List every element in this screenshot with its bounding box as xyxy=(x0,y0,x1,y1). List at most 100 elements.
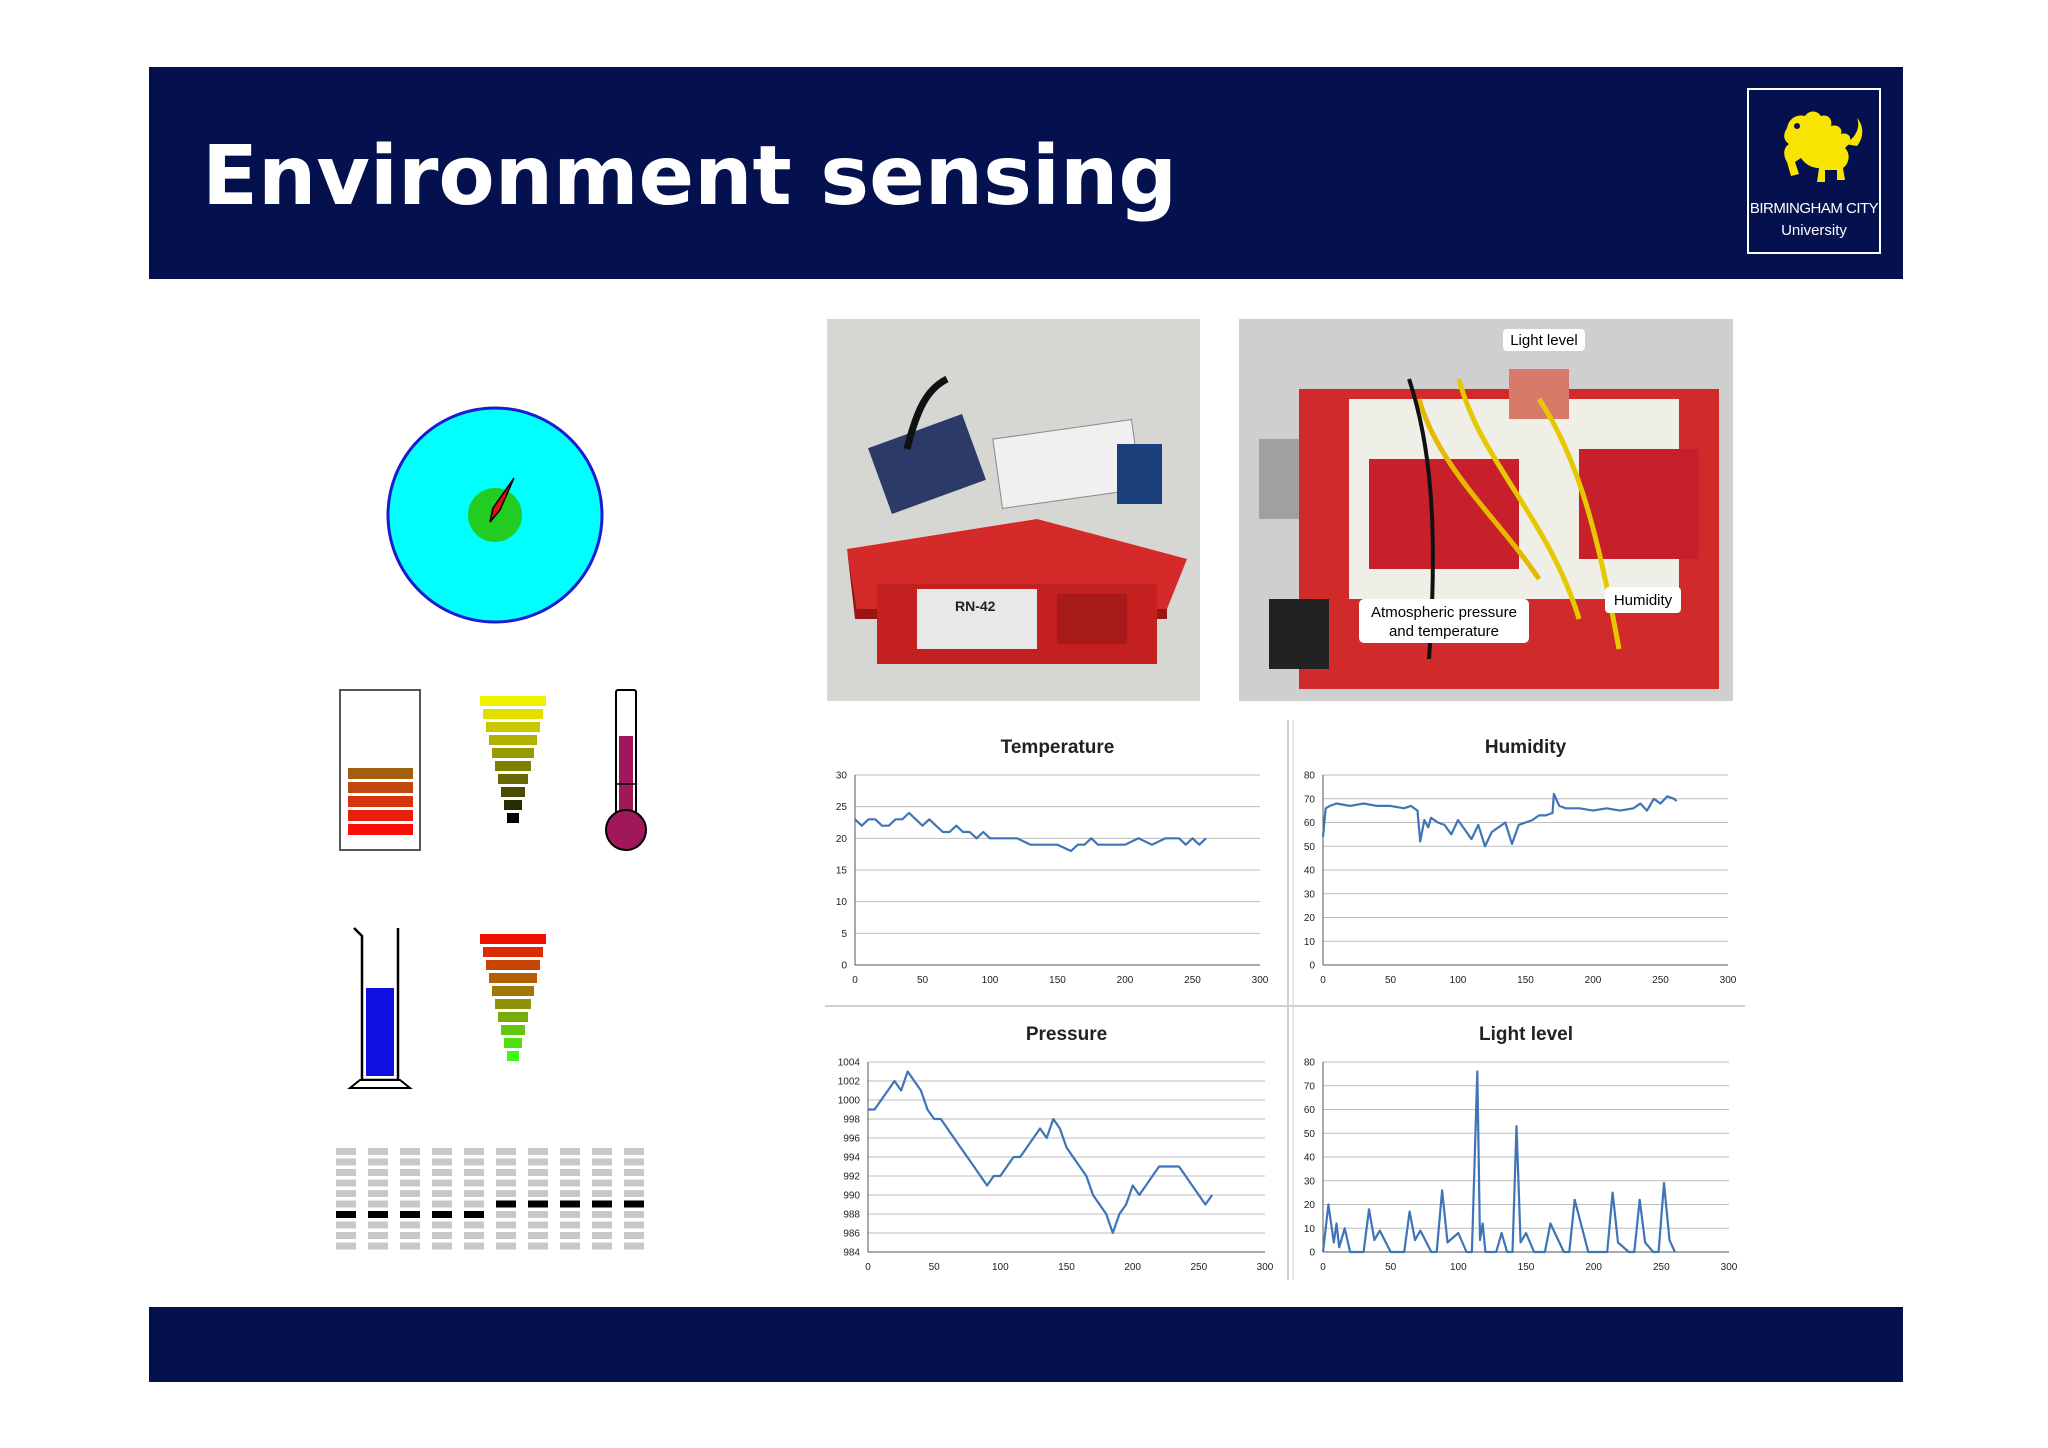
y-tick-label: 988 xyxy=(843,1210,860,1221)
equalizer-segment xyxy=(336,1242,356,1250)
x-tick-label: 150 xyxy=(1058,1262,1075,1273)
x-tick-label: 100 xyxy=(992,1262,1009,1273)
y-tick-label: 30 xyxy=(836,771,848,782)
x-tick-label: 250 xyxy=(1184,975,1201,986)
equalizer-segment xyxy=(336,1211,356,1218)
y-tick-label: 1002 xyxy=(838,1077,861,1088)
equalizer-segment xyxy=(624,1179,644,1187)
x-tick-label: 300 xyxy=(1720,975,1737,986)
equalizer-segment xyxy=(464,1211,484,1218)
equalizer-segment xyxy=(528,1158,548,1166)
equalizer-segment xyxy=(496,1190,516,1197)
equalizer-segment xyxy=(560,1232,580,1239)
equalizer-segment xyxy=(464,1221,484,1229)
x-tick-label: 250 xyxy=(1653,1262,1670,1273)
equalizer-segment xyxy=(464,1242,484,1250)
equalizer-segment xyxy=(432,1158,452,1166)
sensor-icons-panel xyxy=(336,406,647,1250)
x-tick-label: 50 xyxy=(917,975,929,986)
equalizer-segment xyxy=(528,1200,548,1208)
equalizer-segment xyxy=(368,1190,388,1197)
y-tick-label: 30 xyxy=(1304,1176,1316,1187)
equalizer-segment xyxy=(464,1179,484,1187)
equalizer-segment xyxy=(368,1211,388,1218)
equalizer-segment xyxy=(432,1179,452,1187)
y-tick-label: 15 xyxy=(836,866,848,877)
y-tick-label: 996 xyxy=(843,1134,860,1145)
equalizer-segment xyxy=(496,1232,516,1239)
equalizer-segment xyxy=(624,1221,644,1229)
equalizer-segment xyxy=(496,1221,516,1229)
chart-title: Pressure xyxy=(1026,1024,1107,1045)
chart-title: Light level xyxy=(1479,1024,1573,1045)
x-tick-label: 100 xyxy=(982,975,999,986)
y-tick-label: 5 xyxy=(841,929,847,940)
y-tick-label: 998 xyxy=(843,1115,860,1126)
equalizer-segment xyxy=(432,1232,452,1239)
equalizer-segment xyxy=(592,1148,612,1155)
equalizer-segment xyxy=(368,1158,388,1166)
equalizer-segment xyxy=(336,1169,356,1176)
x-tick-label: 200 xyxy=(1117,975,1134,986)
equalizer-segment xyxy=(400,1221,420,1229)
svg-text:Atmospheric pressure: Atmospheric pressure xyxy=(1371,604,1517,621)
x-tick-label: 0 xyxy=(852,975,858,986)
equalizer-segment xyxy=(560,1200,580,1208)
equalizer-segment xyxy=(624,1169,644,1176)
x-tick-label: 200 xyxy=(1585,1262,1602,1273)
thermometer-icon xyxy=(605,689,647,851)
equalizer-segment xyxy=(496,1200,516,1208)
equalizer-segment xyxy=(336,1221,356,1229)
x-tick-label: 150 xyxy=(1518,1262,1535,1273)
y-tick-label: 60 xyxy=(1304,1105,1316,1116)
equalizer-segment xyxy=(368,1200,388,1208)
x-tick-label: 250 xyxy=(1652,975,1669,986)
chart-pressure: Pressure98498698899099299499699810001002… xyxy=(838,1024,1274,1273)
y-tick-label: 990 xyxy=(843,1191,860,1202)
equalizer-segment xyxy=(368,1169,388,1176)
x-tick-label: 0 xyxy=(865,1262,871,1273)
equalizer-segment xyxy=(624,1200,644,1208)
equalizer-segment xyxy=(368,1179,388,1187)
title-banner: Environment sensing BIRMINGHAM CITY Univ… xyxy=(149,67,1903,279)
equalizer-segment xyxy=(432,1169,452,1176)
y-tick-label: 986 xyxy=(843,1229,860,1240)
callout-atmospheric-pressure: Atmospheric pressure and temperature xyxy=(1359,599,1529,643)
y-tick-label: 0 xyxy=(1309,1248,1315,1259)
equalizer-segment xyxy=(560,1148,580,1155)
battery-level-icon xyxy=(339,689,421,851)
equalizer-segment xyxy=(336,1232,356,1239)
equalizer-segment xyxy=(400,1158,420,1166)
x-tick-label: 0 xyxy=(1320,975,1326,986)
level-meter-red-green-icon xyxy=(480,934,546,1061)
equalizer-segment xyxy=(368,1221,388,1229)
equalizer-segment xyxy=(400,1211,420,1218)
callout-humidity: Humidity xyxy=(1605,587,1681,613)
equalizer-segment xyxy=(624,1158,644,1166)
y-tick-label: 0 xyxy=(841,961,847,972)
equalizer-segment xyxy=(560,1190,580,1197)
equalizer-segment xyxy=(528,1169,548,1176)
level-meter-icon xyxy=(480,696,546,823)
y-tick-label: 20 xyxy=(1304,1200,1316,1211)
equalizer-segment xyxy=(432,1200,452,1208)
x-tick-label: 300 xyxy=(1257,1262,1274,1273)
equalizer-segment xyxy=(528,1221,548,1229)
svg-text:Light level: Light level xyxy=(1510,332,1578,349)
measuring-cylinder-icon xyxy=(347,927,413,1089)
equalizer-bars-icon xyxy=(336,1148,644,1250)
equalizer-segment xyxy=(400,1169,420,1176)
equalizer-segment xyxy=(592,1169,612,1176)
equalizer-segment xyxy=(528,1211,548,1218)
equalizer-segment xyxy=(464,1232,484,1239)
x-tick-label: 300 xyxy=(1252,975,1269,986)
equalizer-segment xyxy=(336,1190,356,1197)
y-tick-label: 994 xyxy=(843,1153,860,1164)
equalizer-segment xyxy=(624,1232,644,1239)
equalizer-segment xyxy=(624,1211,644,1218)
compass-gauge-icon xyxy=(386,406,604,624)
x-tick-label: 200 xyxy=(1585,975,1602,986)
logo-text-line2: University xyxy=(1781,222,1847,239)
series-line xyxy=(1321,1070,1676,1254)
